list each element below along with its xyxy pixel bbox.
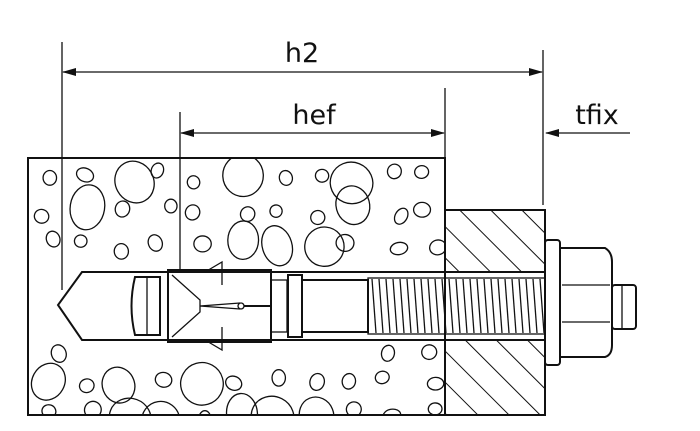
aggregate-stone bbox=[193, 235, 212, 253]
thread-line bbox=[427, 278, 433, 334]
aggregate-stone bbox=[113, 242, 130, 260]
thread-line bbox=[462, 278, 468, 334]
aggregate-stone bbox=[389, 241, 409, 256]
aggregate-stone bbox=[147, 234, 164, 252]
aggregate-stone bbox=[140, 400, 181, 415]
aggregate-stone bbox=[421, 344, 438, 361]
h2-label: h2 bbox=[285, 38, 319, 69]
thread-line bbox=[483, 278, 489, 334]
aggregate-stone bbox=[329, 161, 374, 205]
aggregate-stone bbox=[225, 375, 243, 392]
aggregate-stone bbox=[269, 204, 283, 218]
aggregate-stone bbox=[164, 198, 178, 214]
thread-line bbox=[434, 278, 440, 334]
thread-line bbox=[455, 278, 461, 334]
thread-line bbox=[490, 278, 496, 334]
washer bbox=[544, 239, 561, 366]
thread-line bbox=[413, 278, 419, 334]
aggregate-stone bbox=[393, 207, 409, 225]
aggregate-stone bbox=[227, 220, 260, 261]
thread-line bbox=[497, 278, 503, 334]
thread-line bbox=[518, 278, 524, 334]
aggregate-stone bbox=[428, 239, 445, 256]
aggregate-stone bbox=[278, 169, 294, 187]
thread-line bbox=[511, 278, 517, 334]
aggregate-stone bbox=[222, 158, 264, 198]
aggregate-stone bbox=[335, 185, 371, 226]
wedge-anchor bbox=[130, 239, 637, 366]
aggregate-stone bbox=[225, 392, 259, 415]
aggregate-stone bbox=[154, 371, 173, 388]
thread-line bbox=[525, 278, 531, 334]
aggregate-stone bbox=[310, 209, 326, 226]
aggregate-stone bbox=[271, 369, 287, 387]
aggregate-stone bbox=[83, 400, 102, 415]
extension-lines bbox=[61, 42, 544, 290]
aggregate-stone bbox=[41, 404, 57, 415]
thread-line bbox=[392, 278, 398, 334]
aggregate-stone bbox=[382, 408, 402, 415]
aggregate-stone bbox=[309, 372, 326, 391]
thread-line bbox=[406, 278, 412, 334]
thread-line bbox=[448, 278, 454, 334]
aggregate-stone bbox=[75, 167, 95, 183]
aggregate-stone bbox=[261, 225, 294, 267]
collar-ring bbox=[287, 274, 303, 338]
bolt-shank bbox=[301, 279, 369, 333]
concrete-base bbox=[27, 157, 446, 416]
thread-line bbox=[371, 278, 377, 334]
thread-line bbox=[504, 278, 510, 334]
aggregate-stone bbox=[374, 370, 390, 385]
aggregate-stone bbox=[335, 233, 355, 253]
aggregate-stone bbox=[380, 344, 396, 362]
aggregate-stone bbox=[414, 165, 430, 180]
aggregate-stone bbox=[101, 366, 136, 404]
aggregate-stone bbox=[73, 234, 88, 248]
aggregate-stone bbox=[298, 396, 335, 415]
dimension-tfix: tfix bbox=[545, 100, 630, 137]
anchor-cone bbox=[130, 276, 161, 336]
aggregate-stone bbox=[427, 402, 443, 415]
aggregate-stone bbox=[341, 372, 357, 390]
thread-line bbox=[399, 278, 405, 334]
aggregate-stone bbox=[150, 162, 165, 179]
bolt-end bbox=[611, 284, 637, 330]
thread-line bbox=[420, 278, 426, 334]
aggregate-stone bbox=[250, 395, 295, 415]
dimension-h2: h2 bbox=[62, 38, 543, 76]
aggregate-stone bbox=[30, 362, 66, 401]
aggregate-stone bbox=[114, 160, 155, 204]
tfix-label: tfix bbox=[575, 100, 619, 131]
thread-line bbox=[441, 278, 447, 334]
thread-line bbox=[469, 278, 475, 334]
aggregate-stone bbox=[426, 376, 445, 391]
aggregate-stone bbox=[69, 184, 106, 231]
aggregate-stone bbox=[304, 226, 345, 267]
aggregate-stone bbox=[345, 401, 362, 415]
aggregate-stone bbox=[386, 163, 402, 180]
aggregate-stone bbox=[42, 169, 58, 186]
thread-line bbox=[539, 278, 545, 334]
hex-nut bbox=[559, 247, 613, 358]
aggregate-stone bbox=[114, 200, 131, 218]
aggregate-stone bbox=[184, 204, 201, 221]
aggregate-stone bbox=[78, 378, 95, 394]
aggregate-stone bbox=[33, 208, 50, 224]
aggregate-stone bbox=[179, 361, 224, 406]
thread-line bbox=[476, 278, 482, 334]
thread-line bbox=[532, 278, 538, 334]
dimension-hef: hef bbox=[180, 100, 445, 137]
thread-line bbox=[378, 278, 384, 334]
hef-label: hef bbox=[292, 100, 337, 131]
aggregate-stone bbox=[50, 344, 67, 363]
aggregate-stone bbox=[45, 230, 61, 248]
aggregate-stone bbox=[186, 175, 201, 190]
thread-line bbox=[385, 278, 391, 334]
aggregate-stone bbox=[108, 397, 152, 415]
aggregate-stone bbox=[197, 410, 212, 415]
aggregate-stone bbox=[412, 201, 432, 218]
aggregate-stone bbox=[314, 168, 330, 183]
